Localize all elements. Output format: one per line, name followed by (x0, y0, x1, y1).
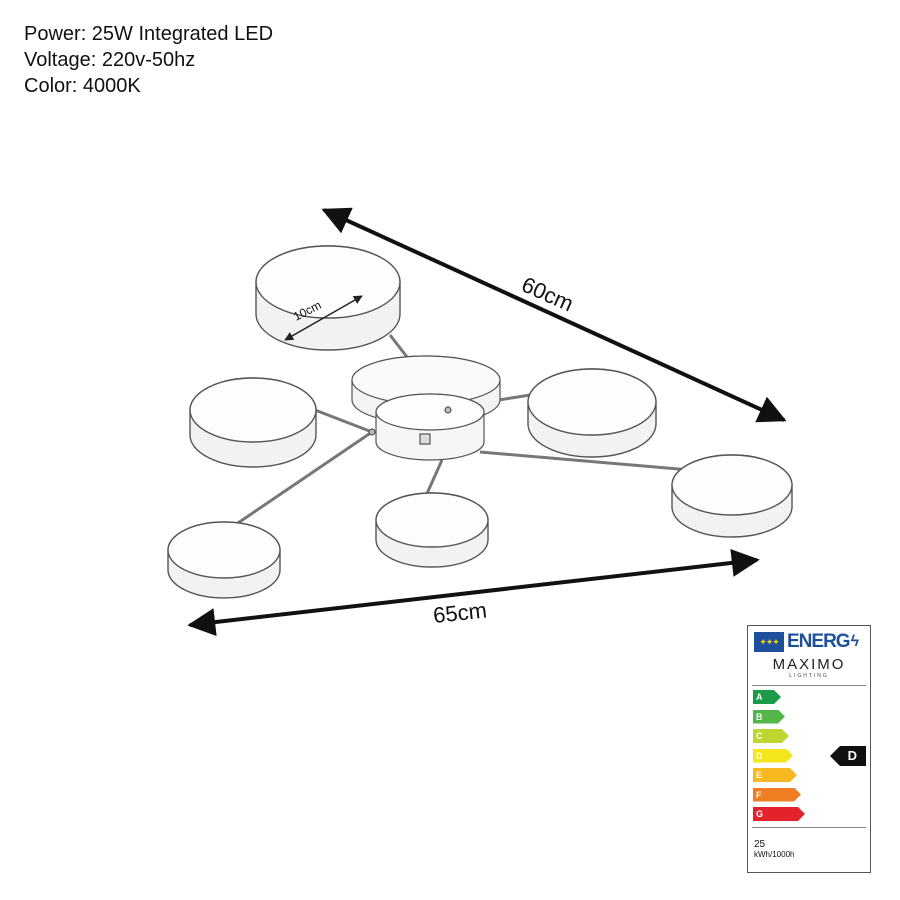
width-label: 65cm (432, 597, 488, 627)
spec-voltage: Voltage: 220v-50hz (24, 49, 196, 71)
energy-class-d: D (753, 749, 793, 763)
energy-class-f: F (753, 788, 801, 802)
energy-consumption-value: 25 (754, 839, 766, 850)
shade-top (255, 245, 401, 351)
brand-logo: MAXIMO (772, 656, 846, 673)
eu-flag-icon: ✦✦✦ (754, 632, 784, 652)
shade-diameter-arrow (284, 295, 363, 341)
shade-left (189, 377, 317, 468)
energy-label-title: ENERG (787, 631, 851, 652)
shade-bottom-center (375, 492, 489, 568)
energy-class-e: E (753, 768, 797, 782)
brand-logo-subtitle: LIGHTING (789, 673, 829, 679)
central-hub (351, 355, 501, 461)
energy-class-c: C (753, 729, 789, 743)
energy-class-b: B (753, 710, 785, 724)
energy-label-header: ✦✦✦ ENERG ϟ (754, 630, 859, 654)
spec-color: Color: 4000K (24, 75, 141, 97)
width-dimension-arrow (187, 548, 760, 637)
shade-far-right (671, 454, 793, 538)
energy-rating-indicator: D (830, 746, 866, 766)
energy-class-a: A (753, 690, 781, 704)
shade-right (527, 368, 657, 458)
divider (752, 827, 866, 828)
lightning-bolt-icon: ϟ (850, 633, 860, 650)
energy-class-g: G (753, 807, 805, 821)
depth-dimension-arrow (321, 207, 787, 423)
shade-bottom-left (167, 521, 281, 599)
energy-consumption-unit: kWh/1000h (754, 850, 795, 859)
spec-power: Power: 25W Integrated LED (24, 23, 274, 45)
divider (752, 685, 866, 686)
spec-list: Power: 25W Integrated LED Voltage: 220v-… (24, 21, 273, 99)
depth-label: 60cm (518, 272, 577, 317)
